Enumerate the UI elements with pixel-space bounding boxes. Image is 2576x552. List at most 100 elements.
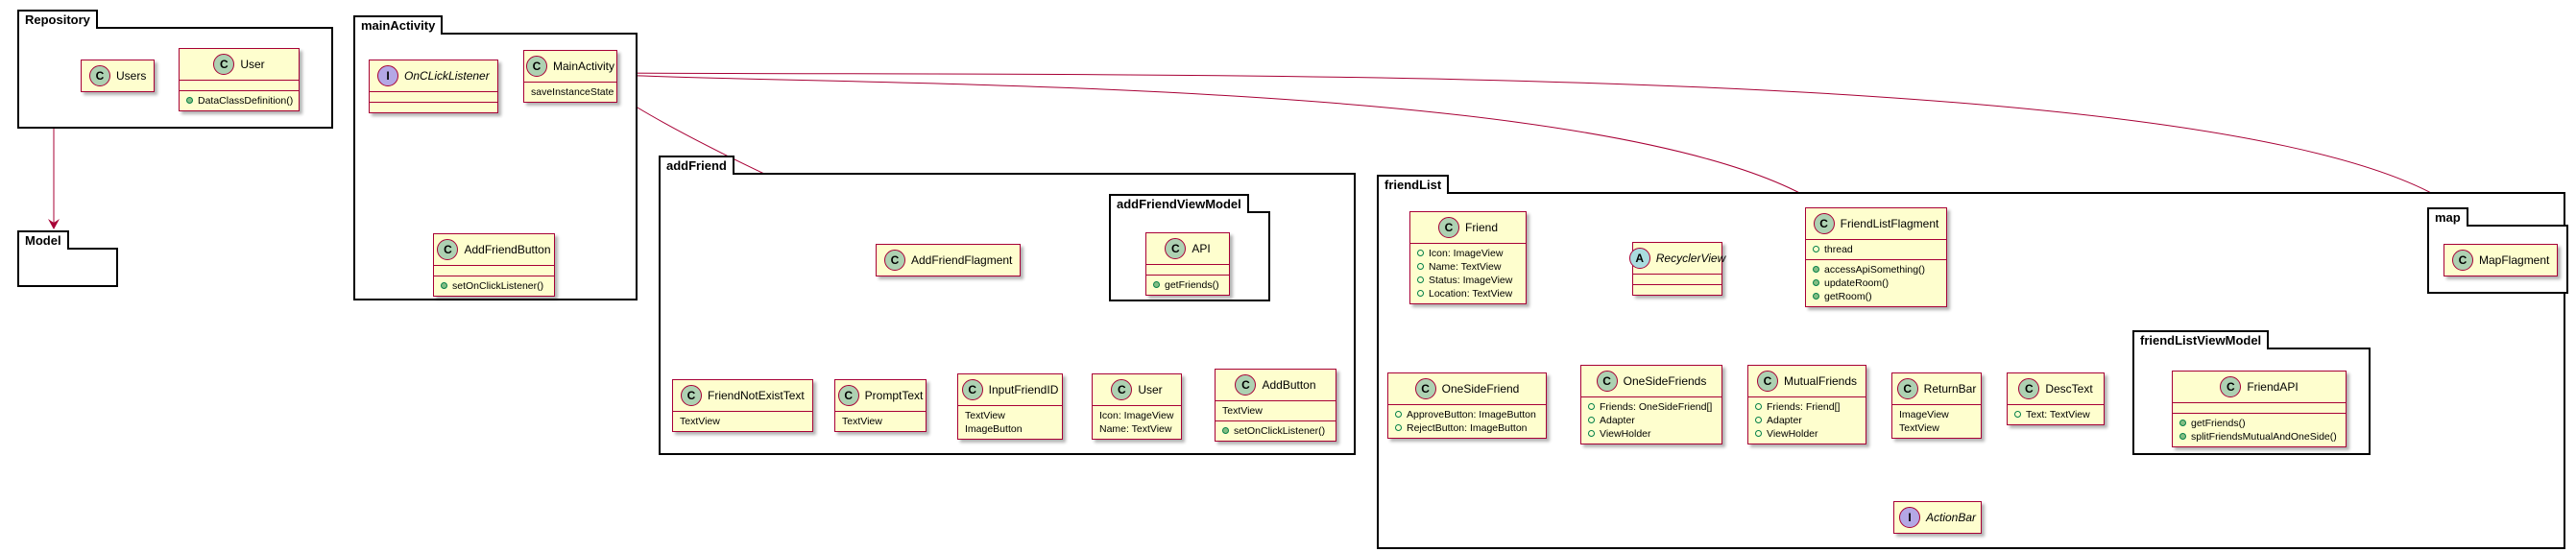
class-fields: TextView bbox=[673, 411, 812, 431]
class-fields: TextView bbox=[835, 411, 926, 431]
class-badge-icon: C bbox=[884, 250, 905, 271]
class-badge-icon: C bbox=[89, 65, 110, 86]
class-methods: setOnClickListener() bbox=[434, 276, 554, 296]
package-tab: addFriend bbox=[659, 156, 734, 175]
class-badge-icon: C bbox=[837, 385, 859, 406]
field: TextView bbox=[842, 416, 882, 427]
field: Icon: ImageView bbox=[1429, 248, 1504, 259]
field: Friends: OneSideFriend[] bbox=[1600, 401, 1713, 413]
field: Adapter bbox=[1600, 415, 1635, 426]
class-badge-icon: C bbox=[1235, 374, 1257, 396]
class-fields bbox=[2173, 402, 2346, 413]
package-model: Model bbox=[17, 230, 118, 287]
class-friendlistflagment[interactable]: C FriendListFlagment thread accessApiSome… bbox=[1805, 207, 1947, 307]
class-badge-icon: C bbox=[2018, 378, 2040, 399]
class-fields bbox=[1633, 274, 1721, 284]
method: setOnClickListener() bbox=[452, 280, 544, 292]
class-name: Users bbox=[116, 69, 147, 83]
class-desctext[interactable]: C DescText Text: TextView bbox=[2007, 372, 2105, 425]
class-badge-icon: C bbox=[2452, 250, 2473, 271]
class-name: FriendListFlagment bbox=[1840, 217, 1939, 230]
class-fields: Icon: ImageView Name: TextView bbox=[1093, 405, 1181, 439]
class-name: MainActivity bbox=[553, 60, 615, 73]
class-badge-icon: C bbox=[1813, 213, 1835, 234]
class-methods: accessApiSomething() updateRoom() getRoo… bbox=[1806, 259, 1946, 306]
method: getFriends() bbox=[1165, 279, 1219, 291]
class-fields: Icon: ImageView Name: TextView Status: I… bbox=[1410, 243, 1526, 303]
field: ViewHolder bbox=[1767, 428, 1818, 440]
class-name: MutualFriends bbox=[1783, 374, 1858, 388]
class-fields: ImageView TextView bbox=[1892, 404, 1981, 438]
class-name: AddFriendFlagment bbox=[911, 253, 1013, 267]
field: Name: TextView bbox=[1429, 261, 1502, 273]
class-badge-icon: C bbox=[526, 56, 547, 77]
package-tab: Model bbox=[17, 230, 69, 250]
class-methods: setOnClickListener() bbox=[1216, 420, 1336, 441]
class-badge-icon: C bbox=[1896, 378, 1918, 399]
class-name: FriendNotExistText bbox=[708, 389, 805, 402]
class-badge-icon: C bbox=[1756, 371, 1778, 392]
package-tab: friendListViewModel bbox=[2132, 330, 2270, 349]
class-name: ReturnBar bbox=[1923, 382, 1977, 396]
class-name: RecyclerView bbox=[1655, 252, 1726, 265]
class-returnbar[interactable]: C ReturnBar ImageView TextView bbox=[1891, 372, 1982, 439]
package-repository: Repository bbox=[17, 10, 333, 129]
class-badge-icon: C bbox=[1437, 217, 1459, 238]
class-fields bbox=[1146, 264, 1229, 275]
class-name: ActionBar bbox=[1925, 511, 1977, 524]
class-badge-icon: C bbox=[213, 54, 235, 75]
field: Friends: Friend[] bbox=[1767, 401, 1841, 413]
class-methods: getFriends() bbox=[1146, 275, 1229, 295]
field: TextView bbox=[1899, 422, 1939, 434]
class-name: API bbox=[1192, 242, 1211, 255]
method: accessApiSomething() bbox=[1824, 264, 1926, 276]
class-fields: Text: TextView bbox=[2008, 404, 2104, 424]
class-name: DescText bbox=[2045, 382, 2093, 396]
method: updateRoom() bbox=[1824, 277, 1890, 289]
class-methods bbox=[1633, 284, 1721, 295]
interface-onclicklistener[interactable]: I OnCLickListener bbox=[369, 60, 498, 113]
abstract-badge-icon: A bbox=[1628, 248, 1650, 269]
field: saveInstanceState bbox=[531, 86, 614, 98]
class-name: AddButton bbox=[1262, 378, 1316, 392]
field: thread bbox=[1824, 244, 1853, 255]
mainactivity-to-mapflagment-arrow bbox=[616, 72, 2489, 243]
package-tab: Repository bbox=[17, 10, 98, 29]
field: Location: TextView bbox=[1429, 288, 1513, 300]
class-fields: Friends: OneSideFriend[] Adapter ViewHol… bbox=[1581, 396, 1721, 444]
class-badge-icon: C bbox=[1111, 379, 1133, 400]
class-fields: saveInstanceState bbox=[524, 82, 616, 102]
class-addfriendflagment[interactable]: C AddFriendFlagment bbox=[876, 244, 1022, 276]
class-name: FriendAPI bbox=[2247, 380, 2299, 394]
abstract-recyclerview[interactable]: A RecyclerView bbox=[1628, 242, 1726, 296]
class-users[interactable]: C Users bbox=[81, 60, 156, 92]
class-fields bbox=[434, 265, 554, 276]
package-tab: addFriendViewModel bbox=[1109, 194, 1249, 213]
class-methods: DataClassDefinition() bbox=[180, 90, 299, 110]
field: Text: TextView bbox=[2026, 409, 2090, 420]
method: getFriends() bbox=[2191, 418, 2246, 429]
class-mainactivity[interactable]: C MainActivity saveInstanceState bbox=[523, 50, 617, 103]
class-badge-icon: C bbox=[437, 239, 459, 260]
class-addfriendbutton[interactable]: C AddFriendButton setOnClickListener() bbox=[433, 233, 555, 297]
class-badge-icon: C bbox=[2220, 376, 2242, 397]
field: TextView bbox=[965, 410, 1005, 421]
class-badge-icon: C bbox=[1414, 378, 1436, 399]
class-name: AddFriendButton bbox=[464, 243, 551, 256]
class-name: OnCLickListener bbox=[404, 69, 490, 83]
interface-badge-icon: I bbox=[377, 65, 398, 86]
